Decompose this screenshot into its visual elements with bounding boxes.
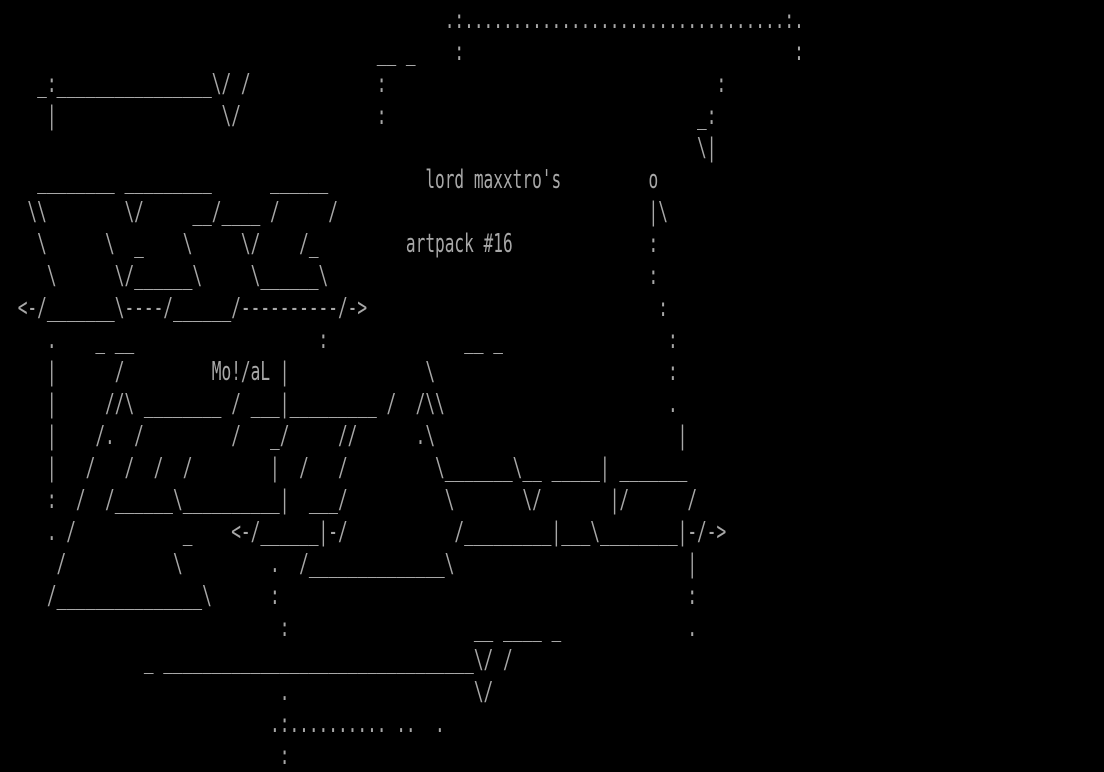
- art-line: __ _ : :: [8, 37, 804, 67]
- art-line: _:________________\/ / : :: [8, 69, 727, 99]
- art-line: :: [8, 741, 290, 771]
- art-line: <-/_______\----/______/----------/-> :: [8, 293, 668, 323]
- art-line: \|: [8, 133, 717, 163]
- art-line: | //\ ________ / ___|_________ / /\\ .: [8, 389, 678, 419]
- art-line: ________ _________ ______ lord maxxtro's…: [8, 165, 659, 195]
- art-line: | / / / / | / / \_______\__ _____| _____…: [8, 453, 688, 483]
- art-line: . \/: [8, 677, 494, 707]
- art-line: \ \ _ \ \/ /_ artpack #16 :: [8, 229, 659, 259]
- art-line: . / _ <-/______|-/ /_________|___\______…: [8, 517, 727, 547]
- art-line: : / /______\__________| ___/ \ \/ |/ /: [8, 485, 698, 515]
- art-line: _ ________________________________\/ /: [8, 645, 513, 675]
- art-line: : __ ____ _ .: [8, 613, 698, 643]
- art-line: \\ \/ __/____ / / |\: [8, 197, 668, 227]
- art-line: | / Mo!/aL | \ :: [8, 357, 678, 387]
- art-line: | /. / / _/ // .\ |: [8, 421, 688, 451]
- art-line: .:.......... .. .: [8, 709, 445, 739]
- art-line: \ \/______\ \______\ :: [8, 261, 659, 291]
- art-line: /_______________\ : :: [8, 581, 698, 611]
- ascii-art: .:.................................:. __…: [8, 4, 804, 772]
- art-line: | \/ : _:: [8, 101, 717, 131]
- art-line: .:.................................:.: [8, 5, 804, 35]
- art-line: / \ . /______________\ |: [8, 549, 698, 579]
- art-line: . _ __ : __ _ :: [8, 325, 678, 355]
